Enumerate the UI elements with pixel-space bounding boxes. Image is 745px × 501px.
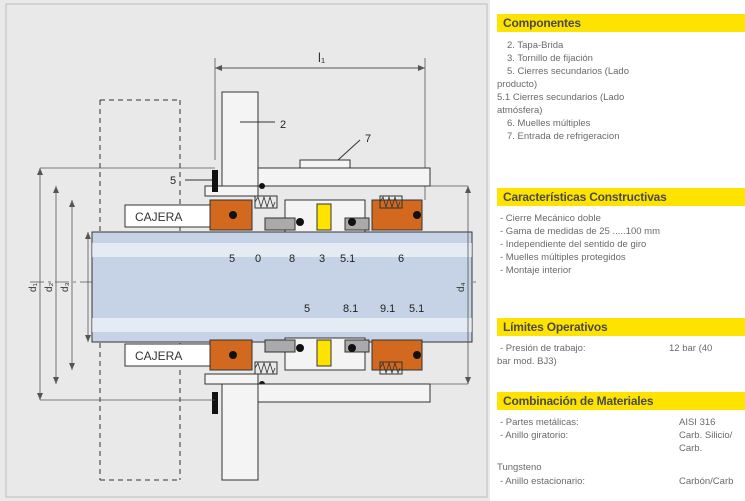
seal-drawing: l₁ 2 7 5 CAJERA 5 0 8 3 [0,0,490,501]
limites-header: Límites Operativos [497,318,745,336]
label-5-lower: 5 [304,303,310,315]
dim-d1: d₁ [28,282,39,292]
limites-label: - Presión de trabajo: [500,343,586,354]
caracteristicas-line: - Montaje interior [500,265,572,276]
materiales-row3-value: Carbón/Carb [679,476,734,487]
componentes-line: 3. Tornillo de fijación [507,53,593,64]
cajera-bottom: CAJERA [135,349,182,363]
componentes-line: 5. Cierres secundarios (Lado [507,66,629,77]
label-8-1-lower: 8.1 [343,303,358,315]
dim-d4: d₄ [456,282,467,292]
materiales-row1-label: - Partes metálicas: [500,417,579,428]
materiales-header: Combinación de Materiales [497,392,745,410]
materiales-row2-value: Carb. Silicio/ [679,430,733,441]
componentes-line: 5.1 Cierres secundarios (Lado [497,92,625,103]
caracteristicas-line: - Cierre Mecánico doble [500,213,601,224]
label-0-upper: 0 [255,253,261,265]
materiales-row2-label: - Anillo giratorio: [500,430,569,441]
materiales-row3-label: - Anillo estacionario: [500,476,586,487]
caracteristicas-line: - Gama de medidas de 25 .....100 mm [500,226,660,237]
seal-cross-section: l₁ 2 7 5 CAJERA 5 0 8 3 [5,3,488,498]
materiales-row1-value: AISI 316 [679,417,716,428]
label-9-1-lower: 9.1 [380,303,395,315]
label-8-upper: 8 [289,253,295,265]
limites-value: 12 bar (40 [669,343,713,354]
spec-panel: Componentes 2. Tapa-Brida 3. Tornillo de… [497,0,745,501]
label-5-1-upper: 5.1 [340,253,355,265]
caracteristicas-line: - Independiente del sentido de giro [500,239,647,250]
materiales-row2-cont: Tungsteno [497,462,542,473]
componentes-line: 6. Muelles múltiples [507,118,591,129]
materiales-row2-value2: Carb. [679,443,703,454]
componentes-line: producto) [497,79,538,90]
callout-2: 2 [280,119,286,131]
limites-cont: bar mod. BJ3) [497,356,557,367]
componentes-line: 2. Tapa-Brida [507,40,564,51]
dim-l1: l₁ [318,50,326,65]
dim-d3: d₃ [60,282,71,292]
callout-5: 5 [170,175,176,187]
componentes-line: atmósfera) [497,105,543,116]
componentes-line: 7. Entrada de refrigeracion [507,131,620,142]
label-6-upper: 6 [398,253,404,265]
label-3-upper: 3 [319,253,325,265]
caracteristicas-line: - Muelles múltiples protegidos [500,252,626,263]
callout-7: 7 [365,133,371,145]
componentes-header: Componentes [497,14,745,32]
label-5-upper: 5 [229,253,235,265]
dim-d2: d₂ [44,282,55,292]
label-5-1-lower: 5.1 [409,303,424,315]
cajera-top: CAJERA [135,210,182,224]
caracteristicas-header: Características Constructivas [497,188,745,206]
